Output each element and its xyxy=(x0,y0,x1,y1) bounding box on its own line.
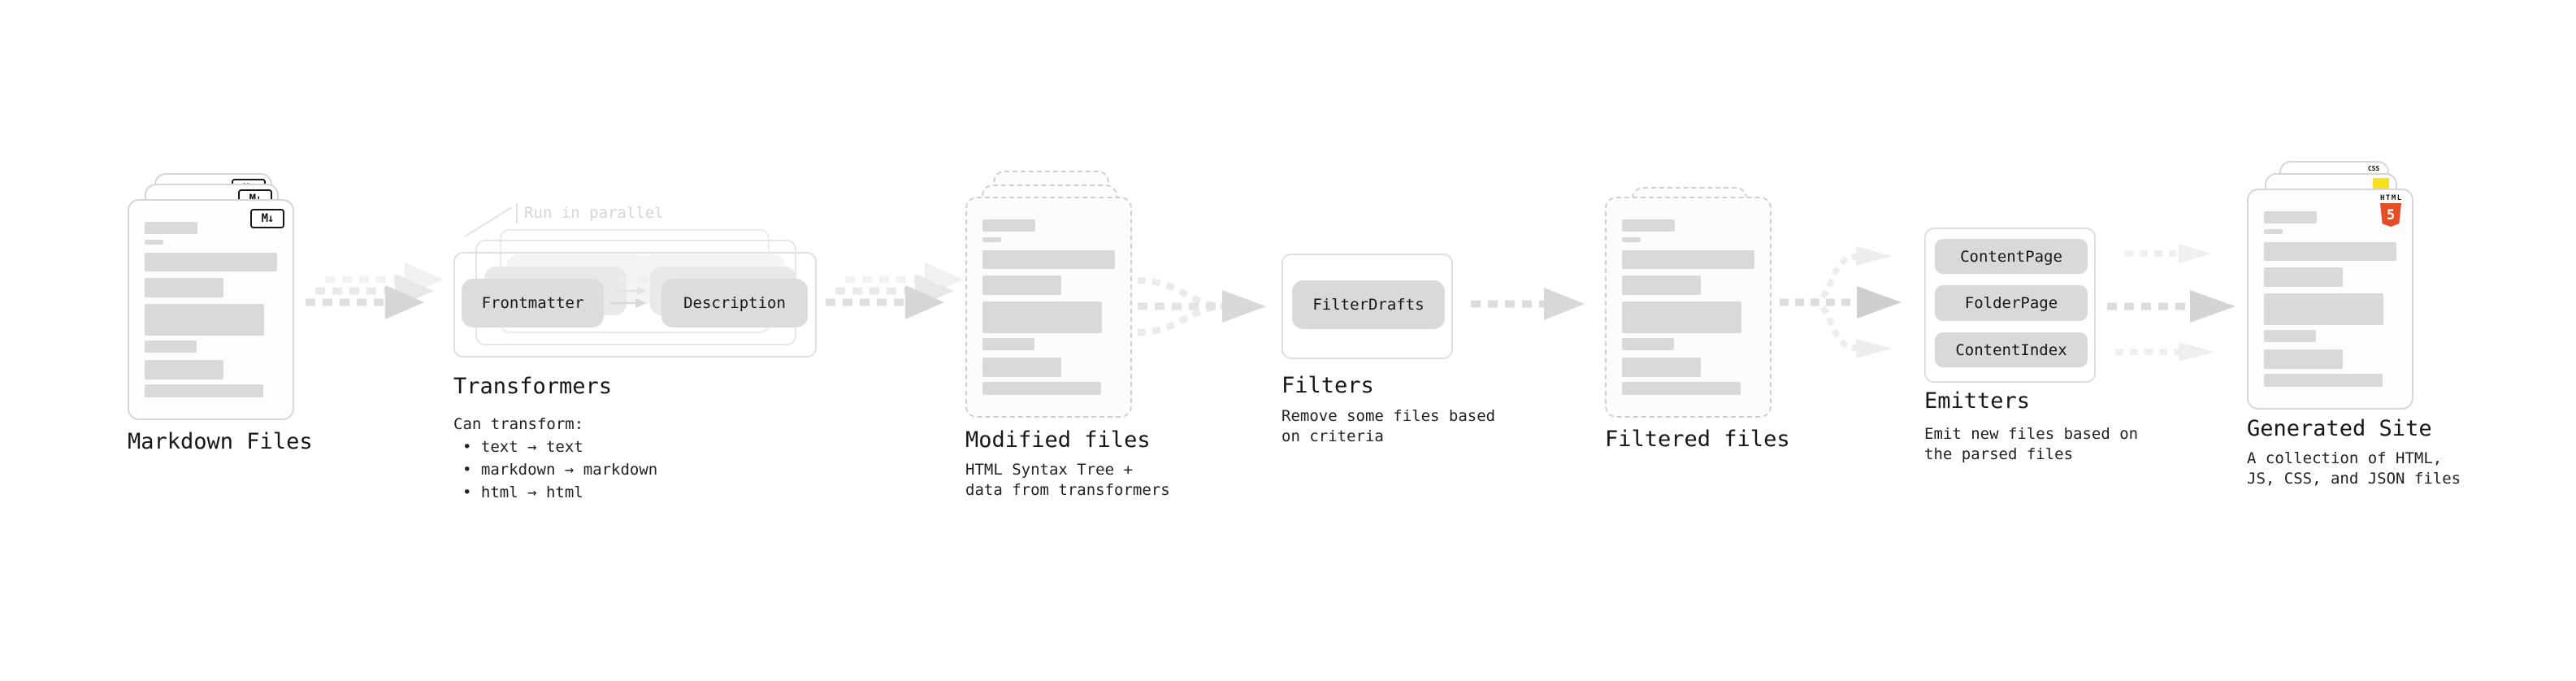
emitters-box: ContentPage FolderPage ContentIndex xyxy=(1924,228,2096,383)
filters-description-line: on criteria xyxy=(1281,427,1384,445)
text-placeholder-line xyxy=(2264,374,2383,387)
filters-description-line: Remove some files based xyxy=(1281,407,1496,425)
transformer-pill-description: Description xyxy=(661,279,808,327)
text-placeholder-line xyxy=(982,219,1035,232)
stage-title-markdown: Markdown Files xyxy=(128,429,313,454)
transformers-subtitle: Can transform: xyxy=(453,415,584,433)
modified-file-card-front xyxy=(965,197,1132,418)
transformers-bullet: • markdown → markdown xyxy=(462,461,658,479)
fanout-arrow-icon xyxy=(1780,246,1902,358)
modified-description-line: data from transformers xyxy=(965,481,1170,499)
emitters-description-line: Emit new files based on xyxy=(1924,425,2139,443)
text-placeholder-line xyxy=(2264,293,2383,325)
text-placeholder-line xyxy=(982,250,1115,269)
generated-description-line: JS, CSS, and JSON files xyxy=(2247,470,2461,488)
text-placeholder-line xyxy=(2264,267,2343,287)
text-placeholder-line xyxy=(145,222,197,234)
emitter-pill-list: ContentPage FolderPage ContentIndex xyxy=(1935,239,2088,367)
emitters-description-line: the parsed files xyxy=(1924,445,2074,463)
merge-arrow-icon xyxy=(1137,277,1266,336)
modified-description: HTML Syntax Tree + data from transformer… xyxy=(965,460,1170,501)
filters-box: FilterDrafts xyxy=(1281,254,1453,359)
text-placeholder-line xyxy=(982,275,1061,295)
transformers-bullet: • html → html xyxy=(462,484,583,501)
text-placeholder-line xyxy=(1622,382,1741,395)
text-placeholder-line xyxy=(2264,330,2316,342)
text-placeholder-line xyxy=(982,358,1061,377)
generated-description: A collection of HTML, JS, CSS, and JSON … xyxy=(2247,449,2461,489)
html5-icon: HTML 5 xyxy=(2380,195,2401,227)
text-placeholder-line xyxy=(1622,358,1701,377)
text-placeholder-line xyxy=(2264,211,2317,223)
transformer-box-front xyxy=(453,252,817,358)
generated-site-stack: CSS HTML 5 xyxy=(2247,161,2413,410)
text-placeholder-line xyxy=(145,304,264,336)
stage-title-transformers: Transformers xyxy=(453,374,613,399)
transformers-bullet: • text → text xyxy=(462,438,583,456)
filtered-files-stack xyxy=(1605,187,1772,418)
html5-icon-shield: 5 xyxy=(2380,203,2401,227)
filters-description: Remove some files based on criteria xyxy=(1281,406,1495,447)
parallel-arrows-icon xyxy=(609,275,650,308)
text-placeholder-line xyxy=(982,237,1001,242)
run-in-parallel-note: Run in parallel xyxy=(524,204,664,222)
text-placeholder-line xyxy=(145,240,163,245)
stage-title-filters: Filters xyxy=(1281,373,1374,398)
markdown-files-stack: M↓ M↓ M↓ xyxy=(128,173,294,420)
filtered-file-card-front xyxy=(1605,197,1772,418)
text-placeholder-line xyxy=(1622,219,1675,232)
modified-description-line: HTML Syntax Tree + xyxy=(965,461,1133,479)
emitter-pill-contentpage: ContentPage xyxy=(1935,239,2088,274)
text-placeholder-line xyxy=(1622,301,1741,333)
markdown-icon: M↓ xyxy=(250,209,284,228)
text-placeholder-line xyxy=(982,382,1101,395)
markdown-file-card-front: M↓ xyxy=(128,199,294,420)
text-placeholder-line xyxy=(1622,250,1754,269)
text-placeholder-line xyxy=(145,278,223,297)
output-arrows-icon xyxy=(2107,244,2236,362)
text-placeholder-line xyxy=(2264,242,2396,261)
emitters-description: Emit new files based on the parsed files xyxy=(1924,424,2138,465)
stage-title-filtered: Filtered files xyxy=(1605,427,1790,452)
generated-description-line: A collection of HTML, xyxy=(2247,449,2443,467)
text-placeholder-line xyxy=(145,384,263,397)
flow-arrow-icon xyxy=(306,262,444,319)
transformers-description: Can transform: • text → text • markdown … xyxy=(453,413,657,504)
text-placeholder-line xyxy=(2264,349,2343,369)
filter-pill-filterdrafts: FilterDrafts xyxy=(1292,280,1445,329)
emitter-pill-folderpage: FolderPage xyxy=(1935,285,2088,321)
stage-title-generated: Generated Site xyxy=(2247,416,2432,441)
html-file-card: HTML 5 xyxy=(2247,189,2413,410)
emitter-pill-contentindex: ContentIndex xyxy=(1935,332,2088,367)
text-placeholder-line xyxy=(2264,229,2283,234)
text-placeholder-line xyxy=(982,301,1102,333)
text-placeholder-line xyxy=(1622,338,1674,350)
callout-line-icon xyxy=(464,203,518,237)
transformer-pill-frontmatter: Frontmatter xyxy=(462,279,604,327)
text-placeholder-line xyxy=(145,360,223,380)
css-icon-label: CSS xyxy=(2367,165,2380,172)
modified-files-stack xyxy=(965,171,1132,418)
html5-icon-label: HTML xyxy=(2380,194,2403,202)
stage-title-emitters: Emitters xyxy=(1924,388,2031,414)
text-placeholder-line xyxy=(982,338,1034,350)
text-placeholder-line xyxy=(145,253,277,271)
text-placeholder-line xyxy=(1622,237,1641,242)
flow-arrow-icon xyxy=(826,262,964,319)
stage-title-modified: Modified files xyxy=(965,427,1151,453)
flow-arrow-icon xyxy=(1471,288,1585,320)
text-placeholder-line xyxy=(145,340,197,353)
html5-icon-number: 5 xyxy=(2386,206,2396,223)
text-placeholder-line xyxy=(1622,275,1701,295)
